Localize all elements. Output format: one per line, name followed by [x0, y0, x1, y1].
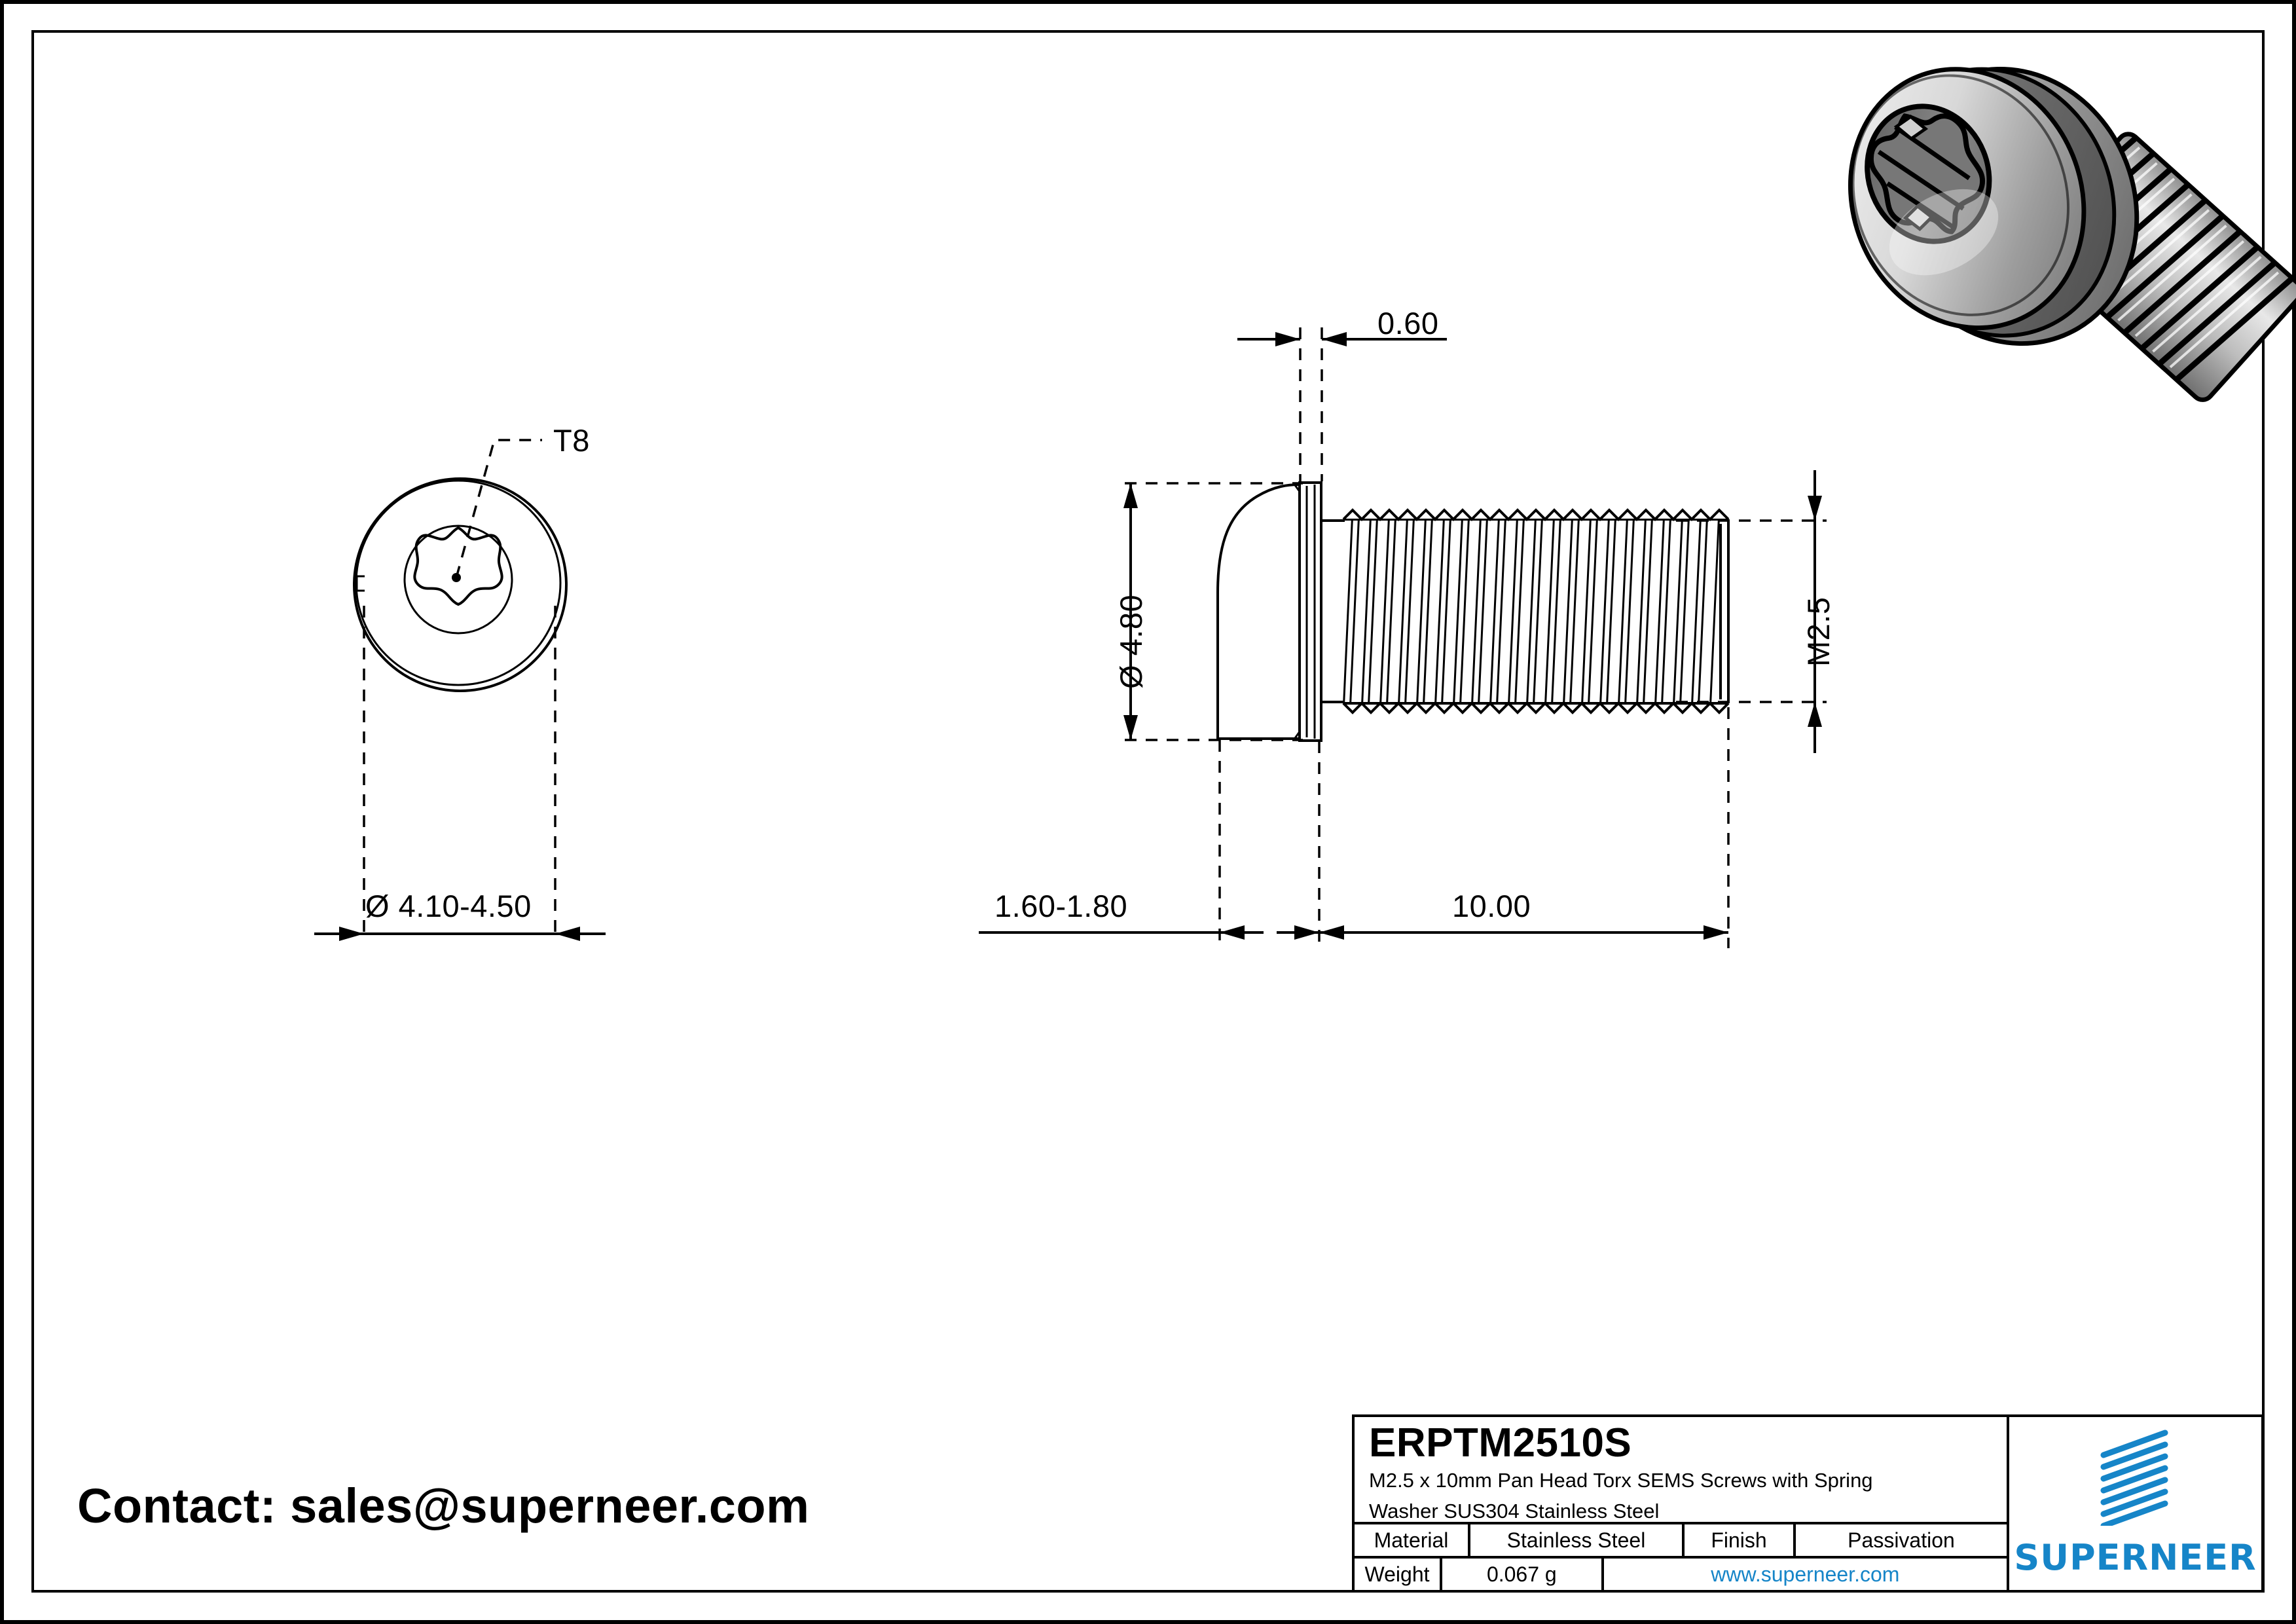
- brand-wordmark: SUPERNEER: [2014, 1537, 2257, 1578]
- product-description-line-1: M2.5 x 10mm Pan Head Torx SEMS Screws wi…: [1369, 1469, 1873, 1492]
- head-height-dimension: 1.60-1.80: [994, 889, 1128, 923]
- material-value: Stainless Steel: [1470, 1524, 1685, 1556]
- title-block: ERPTM2510S M2.5 x 10mm Pan Head Torx SEM…: [1352, 1414, 2264, 1593]
- title-block-description: ERPTM2510S M2.5 x 10mm Pan Head Torx SEM…: [1355, 1417, 2007, 1524]
- website-link[interactable]: www.superneer.com: [1711, 1562, 1900, 1586]
- superneer-stripes-logo-icon: [2100, 1430, 2168, 1526]
- material-label: Material: [1355, 1524, 1470, 1556]
- thread-length-dimension: 10.00: [1452, 889, 1531, 923]
- recess-diameter-dimension: Ø 4.10-4.50: [365, 889, 532, 923]
- isometric-screw-render: [1848, 66, 2296, 402]
- brand-panel: SUPERNEER: [2009, 1417, 2261, 1590]
- thread-spec-dimension: M2.5: [1801, 597, 1836, 667]
- contact-email-text: Contact: sales@superneer.com: [77, 1479, 810, 1533]
- part-number: ERPTM2510S: [1369, 1420, 1632, 1466]
- weight-value: 0.067 g: [1442, 1559, 1604, 1590]
- side-view-geometry: [979, 327, 1827, 948]
- table-row: Material Stainless Steel Finish Passivat…: [1355, 1524, 2007, 1559]
- product-description-line-2: Washer SUS304 Stainless Steel: [1369, 1499, 1660, 1522]
- table-row: Weight 0.067 g www.superneer.com: [1355, 1559, 2007, 1590]
- finish-label: Finish: [1685, 1524, 1796, 1556]
- title-block-info: ERPTM2510S M2.5 x 10mm Pan Head Torx SEM…: [1355, 1417, 2009, 1590]
- head-diameter-dimension: Ø 4.80: [1114, 594, 1148, 689]
- finish-value: Passivation: [1848, 1528, 1955, 1552]
- washer-thickness-dimension: 0.60: [1377, 306, 1439, 341]
- end-view-geometry: [314, 439, 606, 941]
- weight-label: Weight: [1355, 1559, 1442, 1590]
- torx-size-callout: T8: [553, 423, 590, 458]
